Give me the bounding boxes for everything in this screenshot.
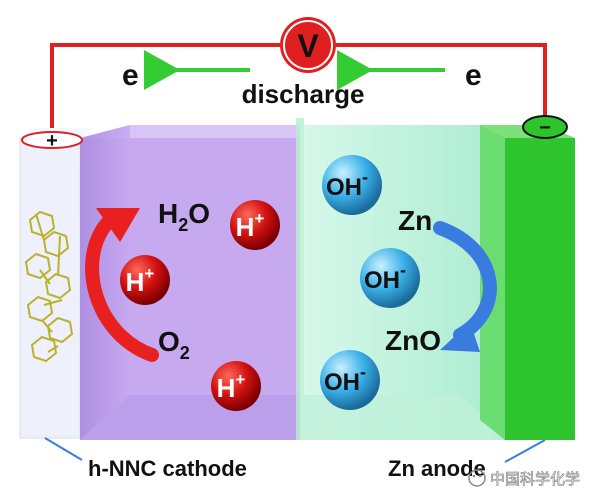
svg-text:OH-: OH- [324,362,366,396]
proton-ion: H+ [230,200,280,250]
proton-ion: H+ [211,361,261,411]
positive-terminal: + [21,130,83,152]
zinc-label: Zn [398,205,432,236]
circuit-wire [50,43,547,140]
svg-text:OH-: OH- [364,260,406,294]
hydroxide-ion: OH- [360,248,420,308]
positive-sign: + [46,130,58,152]
cathode-panel [80,125,300,440]
electron-label-left: e [122,59,139,92]
voltmeter: V [280,17,336,73]
svg-text:H+: H+ [217,370,246,403]
cathode-pointer [44,437,83,461]
separator [296,118,304,440]
anode-pointer [504,439,546,463]
negative-terminal: − [522,115,568,139]
svg-text:H+: H+ [126,264,155,297]
cathode-reaction-arrow [85,208,159,362]
cathode-label: h-NNC cathode [88,456,247,481]
discharge-label: discharge [242,79,365,109]
zinc-oxide-label: ZnO [385,325,441,356]
hydroxide-ion: OH- [320,350,380,410]
anode-label: Zn anode [388,456,486,481]
electron-label-right: e [465,59,482,92]
carbon-network-icon [24,210,74,363]
negative-sign: − [539,117,551,139]
hydroxide-ion: OH- [322,155,382,215]
voltmeter-label: V [297,28,319,64]
anode-reaction-arrow [433,221,497,352]
oxygen-label: O2 [158,326,190,363]
proton-ion: H+ [120,255,170,305]
svg-text:H+: H+ [236,209,265,242]
water-label: H2O [158,198,210,235]
svg-text:中国科学化学: 中国科学化学 [490,470,580,488]
svg-text:OH-: OH- [326,167,368,201]
watermark: 中国科学化学 [468,469,580,488]
